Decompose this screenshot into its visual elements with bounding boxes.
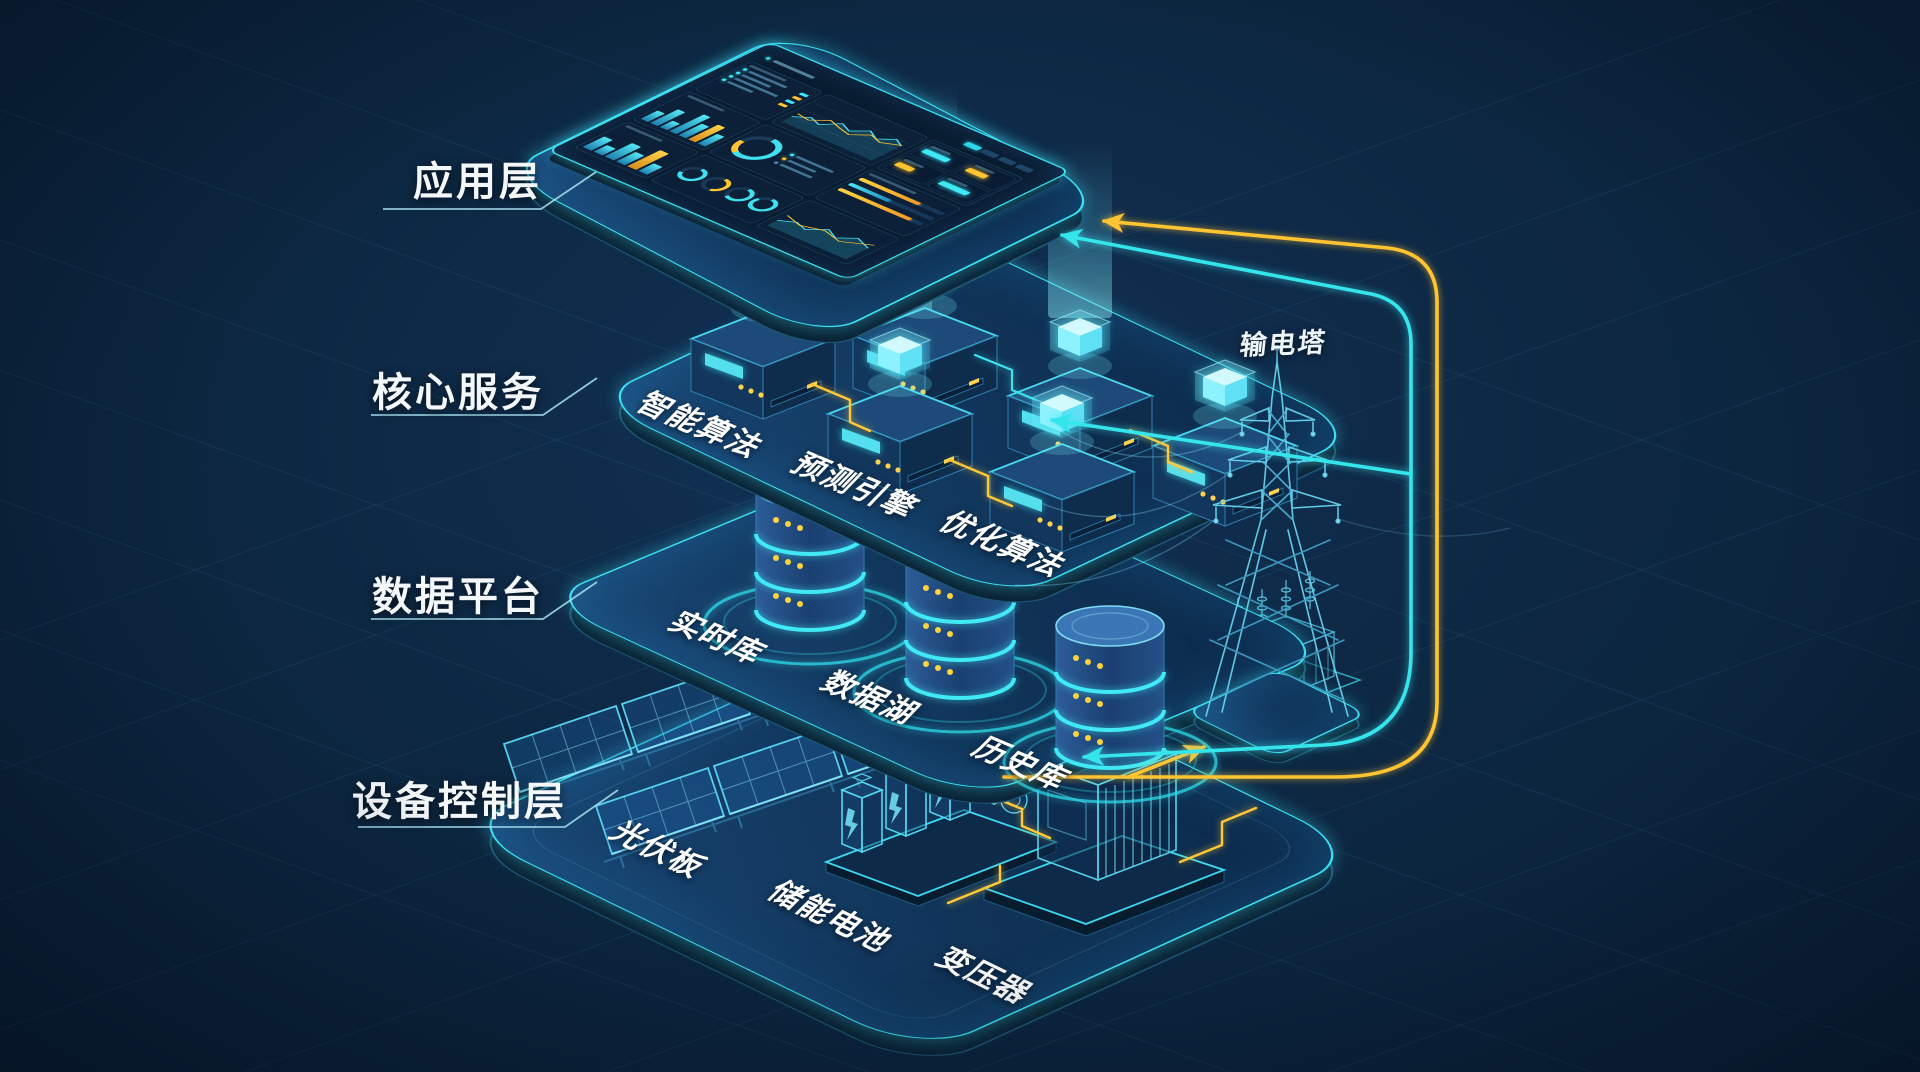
flow-arrow-cyan-down [1082, 342, 1413, 766]
flow-arrow-yellow-up [1002, 212, 1439, 779]
core-wires [810, 353, 1194, 508]
dashboard-screen [560, 48, 1058, 274]
power-wires [1014, 431, 1511, 587]
label-connector-lines [358, 171, 619, 828]
dashboard-line-chart [769, 93, 930, 166]
dashboard-area-chart [755, 199, 901, 266]
label-transmission-tower: 输电塔 [1238, 327, 1329, 361]
flow-arrow-cyan-branch [1050, 413, 1413, 476]
label-data-platform: 数据平台 [372, 575, 544, 619]
label-application-layer: 应用层 [413, 160, 542, 204]
flow-arrow-cyan-top [1060, 228, 1413, 346]
label-core-services: 核心服务 [372, 371, 544, 415]
label-device-control-layer: 设备控制层 [352, 780, 567, 824]
